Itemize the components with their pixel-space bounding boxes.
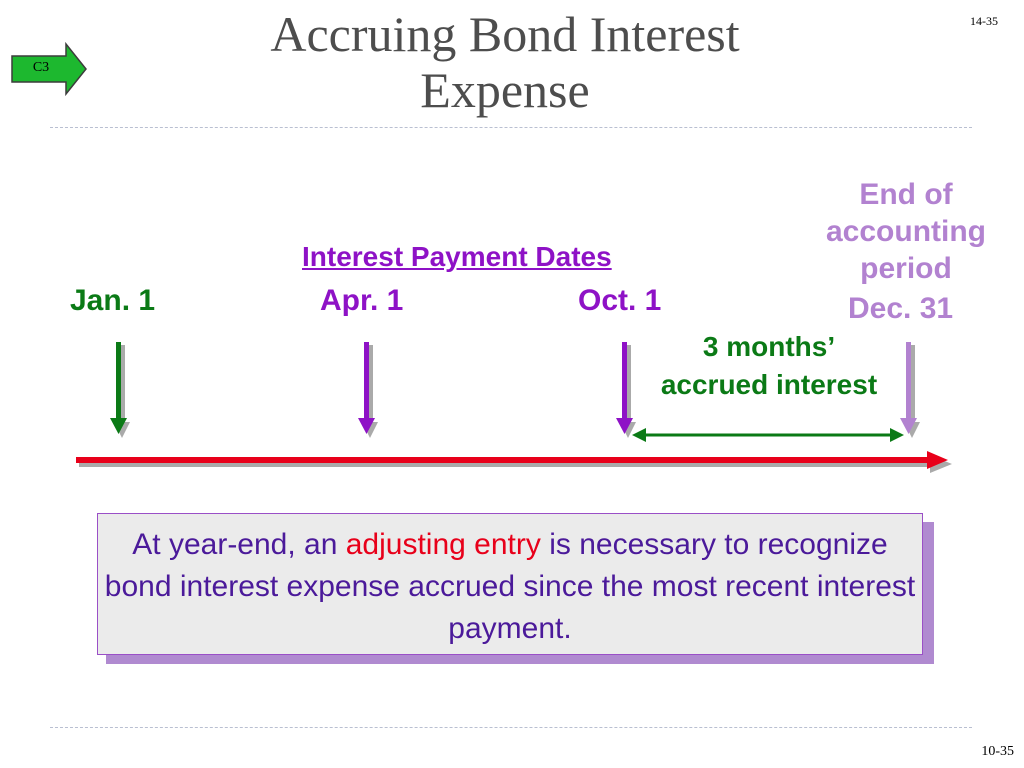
timeline-axis-arrow <box>76 451 952 473</box>
page-number-top: 14-35 <box>970 14 998 28</box>
jan-1-label: Jan. 1 <box>70 284 156 317</box>
interest-payment-dates-header: Interest Payment Dates <box>302 241 612 272</box>
c3-badge-label: C3 <box>32 60 50 75</box>
end-of-period-label: End of accounting period <box>816 176 996 287</box>
title-line-2: Expense <box>420 62 590 118</box>
accrued-interest-label: 3 months’ accrued interest <box>636 328 902 404</box>
note-text-part-2: is necessary to recognize bond interest … <box>104 528 916 645</box>
apr-1-label: Apr. 1 <box>320 284 404 317</box>
oct-1-down-arrow <box>616 342 636 438</box>
adjusting-entry-highlight: adjusting entry <box>345 528 541 561</box>
page-number-bottom: 10-35 <box>981 744 1014 759</box>
accrued-line-2: accrued interest <box>660 369 878 400</box>
accrued-line-1: 3 months’ <box>702 331 836 362</box>
c3-arrow-icon <box>11 42 87 96</box>
note-text-part-1: At year-end, an <box>132 528 346 561</box>
end-line-2: accounting <box>825 215 986 248</box>
jan-1-down-arrow <box>110 342 130 438</box>
bottom-divider <box>50 727 972 728</box>
note-text: At year-end, an adjusting entry is neces… <box>98 524 922 650</box>
accrued-period-double-arrow <box>632 428 904 442</box>
end-line-1: End of <box>859 178 953 211</box>
dec-31-label: Dec. 31 <box>848 292 954 325</box>
title-line-1: Accruing Bond Interest <box>270 6 740 62</box>
top-divider <box>50 127 972 128</box>
end-line-3: period <box>860 252 952 285</box>
slide-title: Accruing Bond Interest Expense <box>200 6 810 118</box>
dec-31-down-arrow <box>900 342 920 438</box>
oct-1-label: Oct. 1 <box>578 284 662 317</box>
note-box: At year-end, an adjusting entry is neces… <box>97 513 923 655</box>
apr-1-down-arrow <box>358 342 378 438</box>
